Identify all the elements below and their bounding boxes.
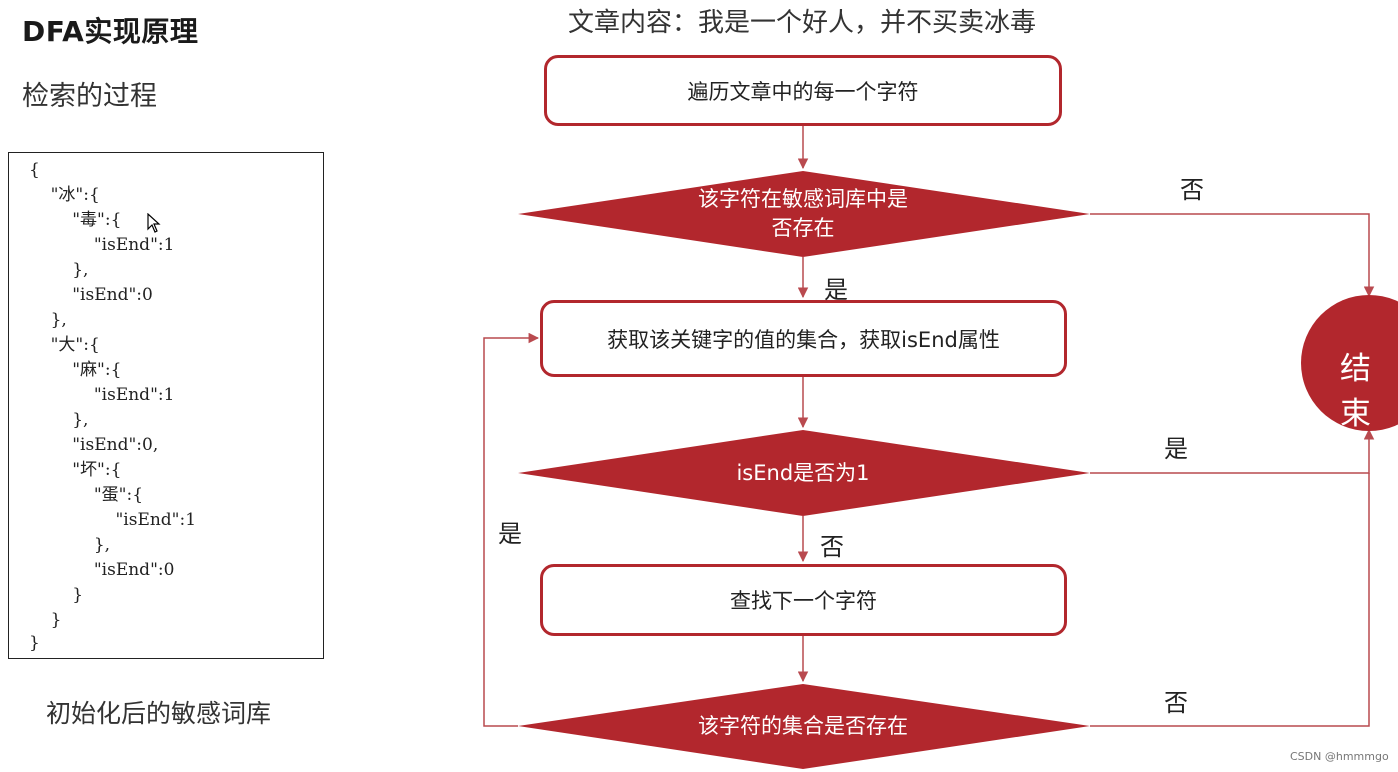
code-caption: 初始化后的敏感词库 [46,699,272,728]
end-label: 结束 [1340,351,1371,432]
code-line: "麻":{ [29,360,122,380]
code-line: }, [29,260,89,280]
code-line: "毒":{ [29,210,122,230]
mouse-cursor-icon [147,213,161,233]
edge-set-no-to-end [1090,473,1370,727]
page-title: DFA实现原理 [22,15,199,48]
code-line: } [29,610,62,630]
node-traverse: 遍历文章中的每一个字符 [544,55,1062,126]
label-set-no: 否 [1164,689,1188,717]
code-line: "蛋":{ [29,485,144,505]
code-line: "isEnd":0 [29,560,175,580]
end-circle [1301,295,1398,431]
code-line: { [29,160,40,180]
section-title: 检索的过程 [22,81,157,112]
decision-set-label: 该字符的集合是否存在 [698,713,908,738]
decision-isend-label: isEnd是否为1 [736,460,870,485]
code-line: } [29,633,40,653]
code-line: } [29,585,84,605]
code-line: "大":{ [29,335,100,355]
code-line: }, [29,535,111,555]
code-line: "isEnd":1 [29,235,175,255]
node-get-set: 获取该关键字的值的集合，获取isEnd属性 [540,300,1067,377]
code-line: "坏":{ [29,460,122,480]
code-box: { "冰":{ "毒":{ "isEnd":1 }, "isEnd":0 }, … [8,152,324,659]
code-line: }, [29,410,89,430]
decision-exists-shape [518,171,1090,257]
edge-exists-no-to-end [1090,213,1375,298]
code-line: "冰":{ [29,185,100,205]
decision-set-shape [518,684,1090,769]
label-isend-no: 否 [820,533,844,561]
label-exists-yes: 是 [824,276,848,304]
code-line: "isEnd":1 [29,385,175,405]
edge-set-yes-loop [483,332,540,727]
label-loop-yes: 是 [498,520,522,548]
code-line: "isEnd":0 [29,285,153,305]
decision-exists-line2: 否存在 [771,216,835,240]
decision-exists-label: 该字符在敏感词库中是 否存在 [640,183,966,245]
decision-isend-shape [518,430,1090,516]
label-isend-yes: 是 [1164,435,1188,463]
node-find-next: 查找下一个字符 [540,564,1067,636]
decision-exists-line1: 该字符在敏感词库中是 [698,187,908,211]
code-line: }, [29,310,67,330]
article-text: 文章内容：我是一个好人，并不买卖冰毒 [568,8,1037,38]
code-line: "isEnd":1 [29,510,197,530]
watermark: CSDN @hmmmgo [1290,750,1389,763]
edge-isend-yes-to-end [1090,428,1375,474]
label-exists-no: 否 [1180,176,1204,204]
code-line: "isEnd":0, [29,435,159,455]
